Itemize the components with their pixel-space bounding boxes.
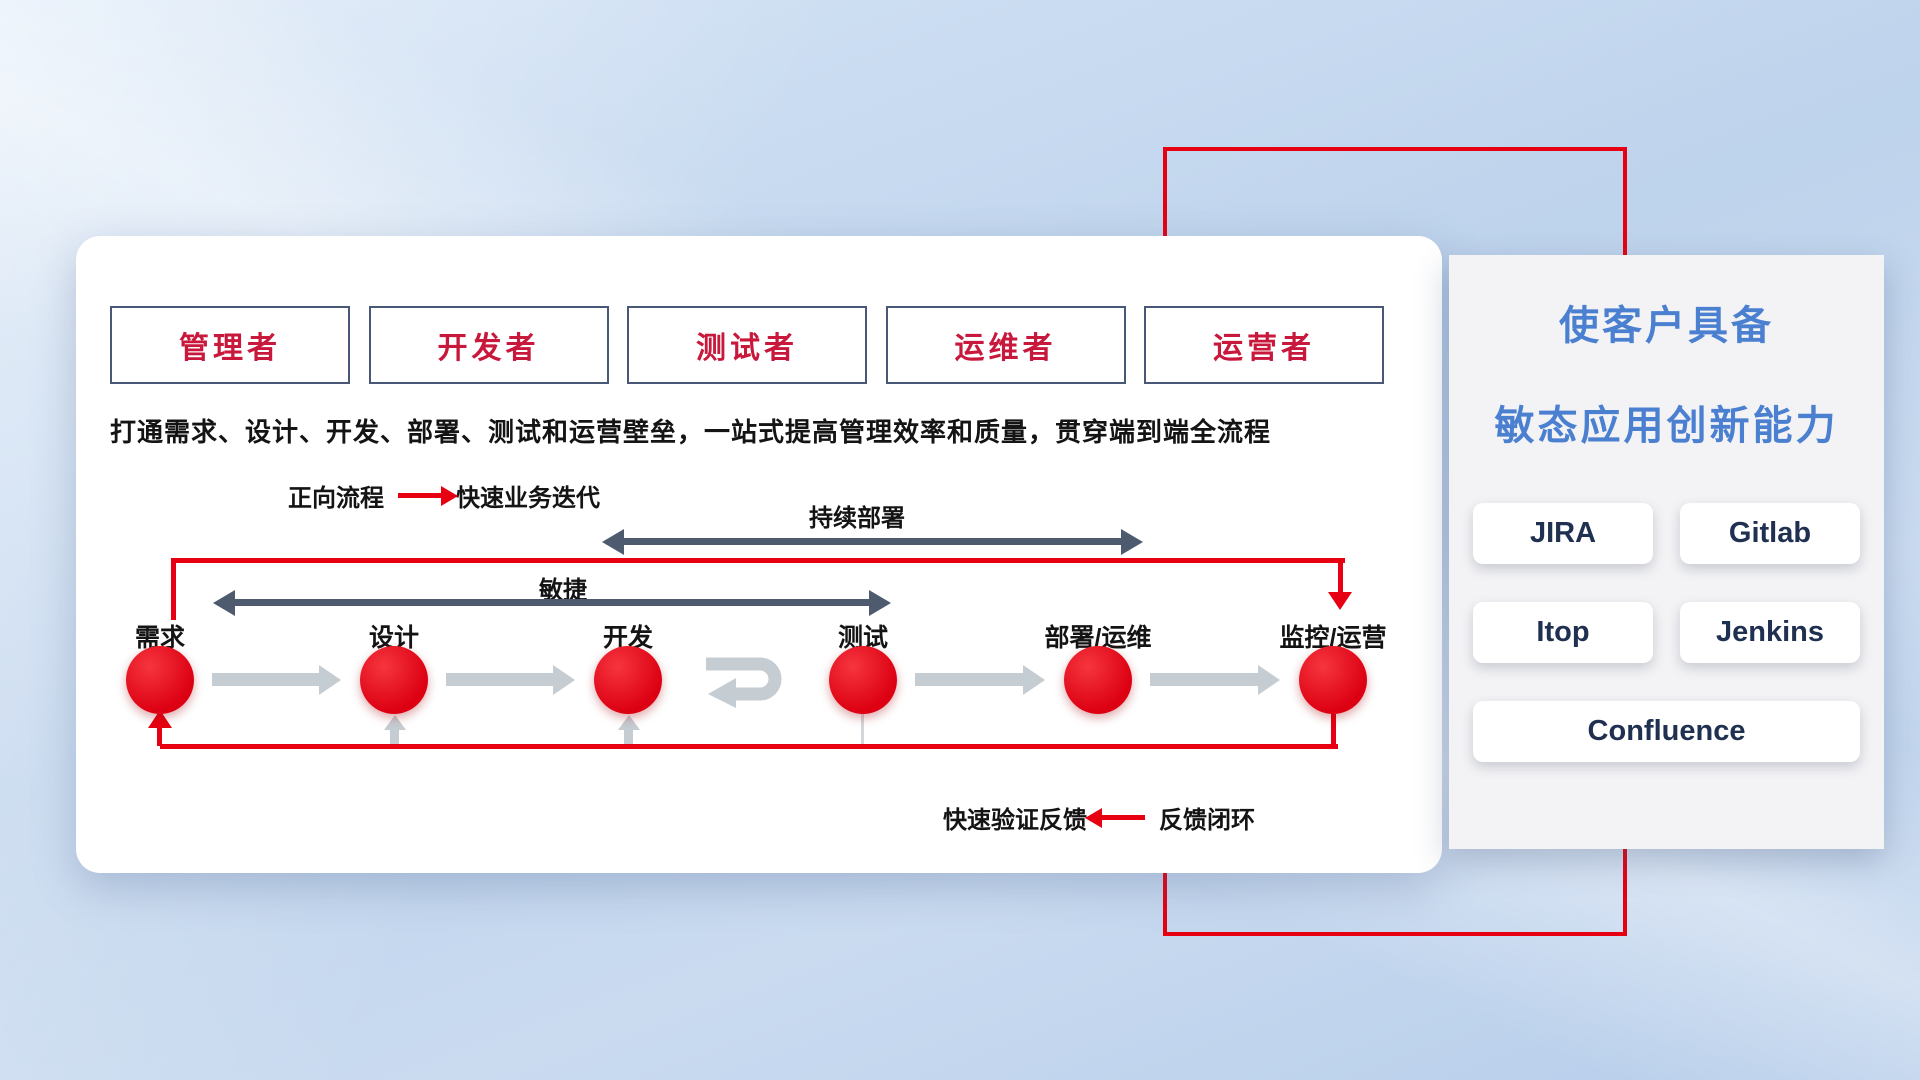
legend-feedback-loop: 快速验证反馈 反馈闭环 [943,800,1255,835]
feedback-loop-bottom-line [160,744,1338,749]
stage-node-design [360,646,428,714]
flow-arrow-design-dev-icon [446,673,554,686]
feedback-drop-testing-line [861,712,864,744]
continuous-deploy-label: 持续部署 [809,505,905,532]
tool-badge-itop: Itop [1473,602,1653,663]
feedback-loop-arrowhead-icon [148,710,172,728]
forward-loop-arrowhead-icon [1328,592,1352,610]
role-box-developer: 开发者 [368,306,609,384]
legend-forward-value: 快速业务迭代 [456,485,600,512]
stage-node-monitor-ops [1299,646,1367,714]
role-label: 运营者 [1213,332,1315,365]
role-box-manager: 管理者 [110,306,350,384]
tool-badge-jira: JIRA [1473,503,1653,564]
roles-row: 管理者 开发者 测试者 运维者 运营者 [110,306,1384,384]
legend-forward-label: 正向流程 [288,485,384,512]
tool-badge-jenkins: Jenkins [1680,602,1860,663]
feedback-up-arrow-design-icon [390,729,399,744]
flow-arrow-test-deploy-icon [915,673,1024,686]
forward-loop-right-line [1338,558,1343,594]
role-box-operations: 运营者 [1144,306,1384,384]
stage-node-development [594,646,662,714]
panel-description: 打通需求、设计、开发、部署、测试和运营壁垒，一站式提高管理效率和质量，贯穿端到端… [110,417,1272,447]
role-label: 管理者 [179,332,281,365]
forward-arrow-icon [398,493,442,498]
flow-arrow-deploy-monitor-icon [1150,673,1259,686]
role-box-tester: 测试者 [627,306,867,384]
capability-title-line1: 使客户具备 [1559,304,1774,348]
legend-feedback-label: 快速验证反馈 [943,807,1087,834]
tool-badge-gitlab: Gitlab [1680,503,1860,564]
forward-loop-top-line [171,558,1345,563]
feedback-arrow-icon [1101,815,1145,820]
tool-badge-confluence: Confluence [1473,701,1860,762]
stage-node-testing [829,646,897,714]
feedback-up-arrow-development-icon [624,729,633,744]
agile-arrow [233,599,871,606]
stage-node-requirements [126,646,194,714]
feedback-loop-right-line [1331,714,1336,746]
capability-title-line2: 敏态应用创新能力 [1494,404,1839,448]
capability-panel: 使客户具备 敏态应用创新能力 JIRA Gitlab Itop Jenkins … [1449,255,1884,849]
role-label: 开发者 [437,332,540,365]
flow-arrow-req-design-icon [212,673,320,686]
tools-grid: JIRA Gitlab Itop Jenkins Confluence [1473,503,1860,762]
stage-node-deploy-ops [1064,646,1132,714]
role-box-ops: 运维者 [885,306,1126,384]
legend-forward-flow: 正向流程 快速业务迭代 [288,478,600,513]
forward-loop-left-line [171,558,176,620]
feedback-loop-left-line [157,726,162,746]
continuous-deploy-arrow [622,538,1123,545]
role-label: 运维者 [954,332,1057,365]
iteration-loop-icon [706,657,782,708]
legend-feedback-value: 反馈闭环 [1159,807,1255,834]
role-label: 测试者 [696,332,798,365]
